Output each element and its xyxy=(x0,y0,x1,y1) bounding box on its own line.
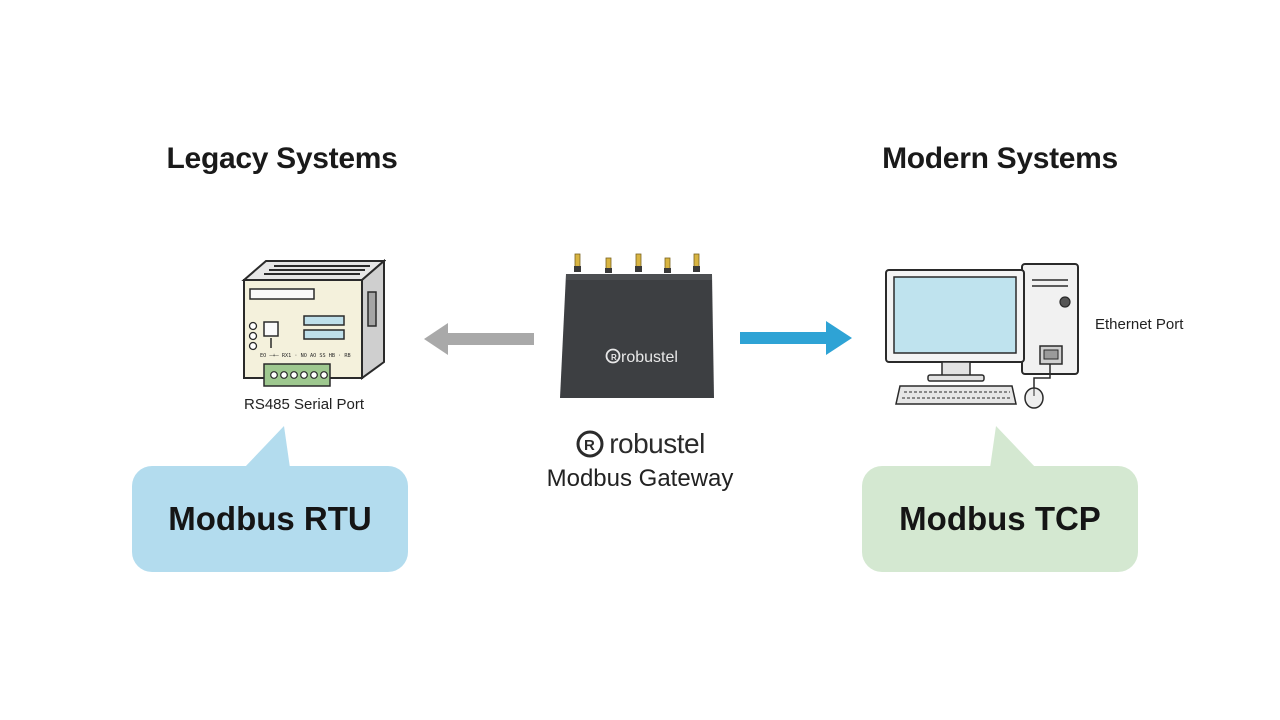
legacy-systems-heading: Legacy Systems xyxy=(166,142,398,175)
gateway-router-icon: R robustel xyxy=(560,253,714,398)
modbus-rtu-bubble: Modbus RTU xyxy=(132,426,408,572)
gateway-brand-text: robustel xyxy=(609,428,705,459)
gateway-label: Modbus Gateway xyxy=(546,465,734,492)
plc-device-icon: EO —+— RX1 · NO AO SS HB · RB xyxy=(241,258,386,387)
robustel-logo-icon: R xyxy=(576,430,604,458)
modbus-tcp-label: Modbus TCP xyxy=(862,466,1138,572)
desktop-computer-icon xyxy=(885,263,1079,409)
modbus-tcp-bubble: Modbus TCP xyxy=(862,426,1138,572)
modern-systems-heading: Modern Systems xyxy=(882,142,1118,175)
bubble-tail xyxy=(990,426,1036,468)
rs485-port-caption: RS485 Serial Port xyxy=(244,396,365,413)
plc-panel-label: EO —+— RX1 · NO AO SS HB · RB xyxy=(260,353,351,359)
svg-text:R: R xyxy=(584,437,595,454)
gateway-brand: R robustel xyxy=(540,426,740,462)
arrow-right-icon xyxy=(740,321,852,355)
modbus-rtu-label: Modbus RTU xyxy=(132,466,408,572)
bubble-tail xyxy=(244,426,290,468)
ethernet-port-caption: Ethernet Port xyxy=(1095,316,1184,333)
svg-text:R: R xyxy=(611,353,617,362)
arrow-left-icon xyxy=(424,323,534,355)
gateway-device-brand: robustel xyxy=(621,349,678,366)
